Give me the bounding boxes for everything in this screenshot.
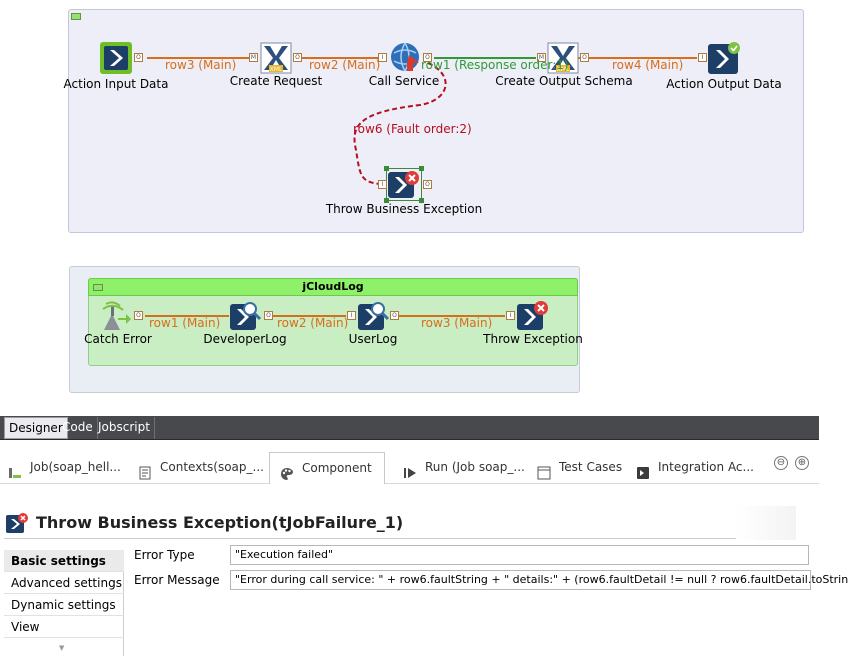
error-type-label: Error Type <box>134 548 195 562</box>
svg-text:XML: XML <box>270 66 283 73</box>
nav-advanced-settings[interactable]: Advanced settings <box>4 572 124 594</box>
link-label-row1-response[interactable]: row1 (Response order:1) <box>421 58 569 72</box>
error-message-label: Error Message <box>134 573 220 587</box>
component-label: Catch Error <box>84 332 152 346</box>
minimize-view-button[interactable]: ⊖ <box>774 456 788 470</box>
run-icon <box>403 461 417 478</box>
tab-job[interactable]: Job(soap_hell... <box>8 452 121 482</box>
main-subjob[interactable] <box>68 9 804 233</box>
link-label-row2[interactable]: row2 (Main) <box>309 58 381 72</box>
header-fade <box>736 506 796 540</box>
link-label-row6-fault[interactable]: row6 (Fault order:2) <box>353 122 472 136</box>
component-label: Action Output Data <box>666 77 782 91</box>
component-label: Create Output Schema <box>495 74 633 88</box>
error-message-field[interactable]: "Error during call service: " + row6.fau… <box>230 570 848 590</box>
tab-label: Component <box>302 461 372 475</box>
selection-handle[interactable] <box>384 198 389 203</box>
component-label: Throw Business Exception <box>325 202 483 216</box>
designer-canvas[interactable]: jCloudLog O Action Input Data M XML O <box>0 0 819 416</box>
soap-service-icon[interactable] <box>389 41 421 73</box>
output-port[interactable]: O <box>390 311 399 320</box>
test-cases-icon <box>537 461 551 479</box>
title-divider <box>4 538 736 539</box>
tab-label: Integration Ac... <box>658 460 754 474</box>
tab-test-cases[interactable]: Test Cases <box>537 452 622 482</box>
tab-label: Test Cases <box>559 460 623 474</box>
tab-integration-actions[interactable]: Integration Ac... <box>636 452 754 482</box>
tab-contexts[interactable]: Contexts(soap_... <box>138 452 264 482</box>
nav-dynamic-settings[interactable]: Dynamic settings <box>4 594 124 616</box>
settings-nav: Basic settings Advanced settings Dynamic… <box>4 550 124 656</box>
contexts-icon <box>138 461 152 479</box>
output-port[interactable]: O <box>423 180 432 189</box>
xml-map-icon[interactable]: XML <box>547 42 579 74</box>
input-port[interactable]: I <box>378 180 387 189</box>
cloudlog-subjob-title[interactable]: jCloudLog <box>88 278 578 296</box>
tab-label: Contexts(soap_... <box>160 460 264 474</box>
link-label-row4[interactable]: row4 (Main) <box>612 58 684 72</box>
collapse-subjob-button[interactable] <box>71 13 81 20</box>
link-label-cl-row3[interactable]: row3 (Main) <box>421 316 493 330</box>
output-port[interactable]: O <box>264 311 273 320</box>
view-tab-bar: Job(soap_hell... Contexts(soap_... Compo… <box>0 440 819 484</box>
catch-error-icon[interactable] <box>100 300 132 332</box>
error-type-field[interactable]: "Execution failed" <box>230 545 809 565</box>
output-port[interactable]: O <box>134 311 143 320</box>
output-port[interactable]: O <box>134 53 143 62</box>
input-port[interactable]: I <box>347 311 356 320</box>
tab-run[interactable]: Run (Job soap_... <box>403 452 525 482</box>
tab-code[interactable]: Code <box>58 417 98 439</box>
component-title: Throw Business Exception(tJobFailure_1) <box>36 513 404 532</box>
selection-handle[interactable] <box>384 166 389 171</box>
component-label: Action Input Data <box>63 77 169 91</box>
selection-handle[interactable] <box>419 198 424 203</box>
xml-map-icon[interactable]: XML <box>260 42 292 74</box>
integration-icon <box>636 461 650 479</box>
log-icon[interactable] <box>230 300 262 332</box>
component-label: Create Request <box>229 74 323 88</box>
selection-handle[interactable] <box>419 166 424 171</box>
action-input-icon[interactable] <box>100 42 132 74</box>
action-output-icon[interactable] <box>708 42 740 74</box>
output-port[interactable]: O <box>293 53 302 62</box>
tab-label: Run (Job soap_... <box>425 460 525 474</box>
log-icon[interactable] <box>358 300 390 332</box>
palette-icon <box>280 462 294 480</box>
input-port[interactable]: I <box>378 53 387 62</box>
input-port[interactable]: I <box>698 53 707 62</box>
collapse-cloudlog-button[interactable] <box>93 284 103 291</box>
input-port[interactable]: I <box>506 311 515 320</box>
job-failure-icon[interactable] <box>517 300 549 332</box>
tab-jobscript[interactable]: Jobscript <box>94 417 155 439</box>
job-failure-icon <box>6 512 30 534</box>
component-label: Throw Exception <box>483 332 583 346</box>
tab-designer[interactable]: Designer <box>4 417 68 439</box>
component-label: Call Service <box>368 74 440 88</box>
chevron-down-icon[interactable]: ▼ <box>59 644 65 652</box>
tab-label: Job(soap_hell... <box>30 460 121 474</box>
link-label-row3[interactable]: row3 (Main) <box>165 58 237 72</box>
tab-component[interactable]: Component <box>269 452 385 484</box>
designer-tab-bar: Designer Code Jobscript <box>0 416 819 440</box>
output-port[interactable]: O <box>423 53 432 62</box>
job-failure-icon[interactable] <box>388 170 420 202</box>
svg-text:XML: XML <box>557 66 570 73</box>
input-port[interactable]: M <box>537 53 546 62</box>
component-label: UserLog <box>348 332 398 346</box>
link-label-cl-row1[interactable]: row1 (Main) <box>149 316 221 330</box>
component-label: DeveloperLog <box>203 332 287 346</box>
input-port[interactable]: M <box>249 53 258 62</box>
output-port[interactable]: O <box>580 53 589 62</box>
nav-basic-settings[interactable]: Basic settings <box>4 550 124 572</box>
nav-view[interactable]: View <box>4 616 124 638</box>
maximize-view-button[interactable]: ⊕ <box>795 456 809 470</box>
link-label-cl-row2[interactable]: row2 (Main) <box>277 316 349 330</box>
job-icon <box>8 461 22 478</box>
